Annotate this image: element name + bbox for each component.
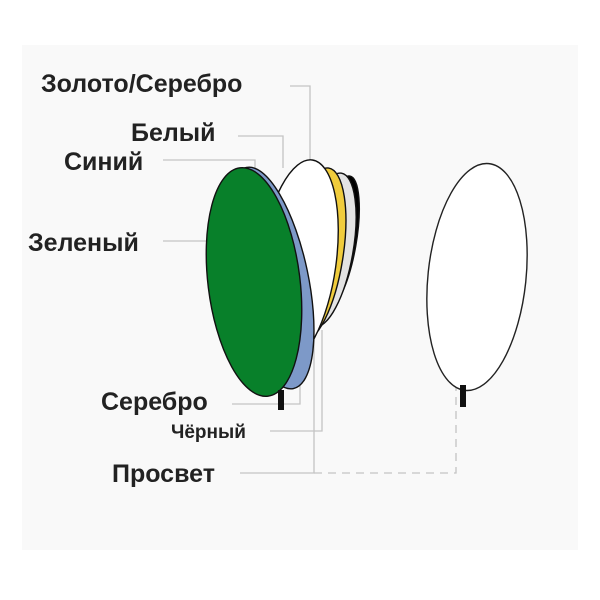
translucent-disc-handle bbox=[460, 385, 466, 407]
label-blue: Синий bbox=[64, 148, 143, 176]
label-black: Чёрный bbox=[171, 422, 246, 443]
translucent-disc-group bbox=[426, 162, 528, 407]
leader-black bbox=[270, 330, 323, 432]
reflector-stack bbox=[205, 159, 360, 397]
label-silver: Серебро bbox=[101, 388, 208, 416]
disc-green bbox=[205, 167, 303, 397]
label-translucent: Просвет bbox=[112, 460, 215, 488]
stack-handle bbox=[278, 390, 284, 410]
label-white: Белый bbox=[131, 119, 215, 147]
label-gold-silver: Золото/Серебро bbox=[41, 70, 242, 98]
leader-white bbox=[238, 135, 284, 168]
label-green: Зеленый bbox=[28, 229, 139, 257]
